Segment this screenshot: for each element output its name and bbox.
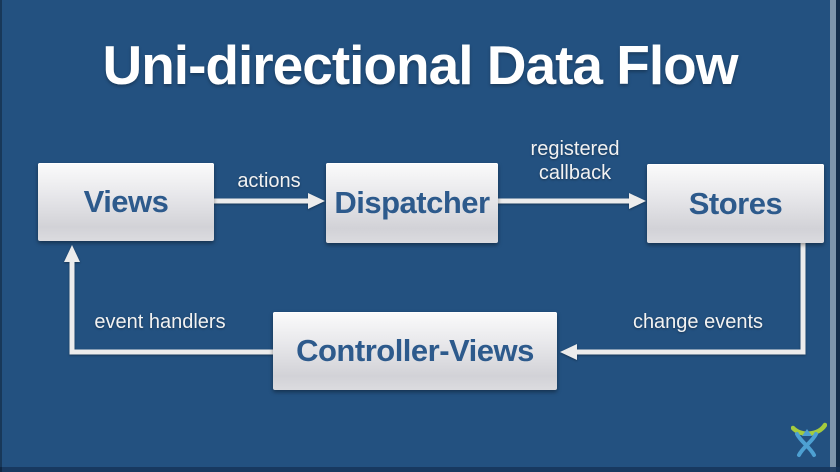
node-dispatcher-label: Dispatcher (334, 185, 490, 220)
arrow-views-to-dispatcher (214, 193, 325, 209)
logo-figure-stroke (795, 432, 816, 457)
edge-label-actions: actions (237, 170, 301, 192)
slide-right-edge-highlight (830, 0, 836, 472)
arrow-dispatcher-to-stores (498, 193, 646, 209)
slide-left-edge-shadow (0, 0, 2, 472)
node-stores: Stores (647, 164, 824, 243)
node-views-label: Views (83, 184, 169, 219)
node-stores-label: Stores (688, 185, 783, 221)
edge-label-event-handlers: event handlers (94, 311, 226, 333)
edge-label-change-events: change events (632, 311, 764, 333)
slide-right-edge-shadow (836, 0, 840, 472)
arrowhead-left-icon (560, 344, 577, 360)
logo-figure-head (802, 429, 812, 436)
node-controller-views: Controller-Views (273, 312, 557, 390)
atlassian-logo-icon (791, 422, 827, 457)
arrow-stores-to-controller-views (560, 242, 806, 360)
arrowhead-up-icon (64, 245, 80, 262)
slide-bottom-edge-shadow (0, 467, 840, 472)
edge-label-registered-callback: registered callback (530, 138, 620, 184)
arrowhead-right-icon (629, 193, 646, 209)
arrow-controller-views-to-views (64, 245, 273, 355)
arrowhead-right-icon (308, 193, 325, 209)
page-title: Uni-directional Data Flow (102, 34, 738, 96)
node-controller-views-label: Controller-Views (296, 333, 534, 368)
node-views: Views (38, 163, 214, 241)
node-dispatcher: Dispatcher (326, 163, 498, 243)
